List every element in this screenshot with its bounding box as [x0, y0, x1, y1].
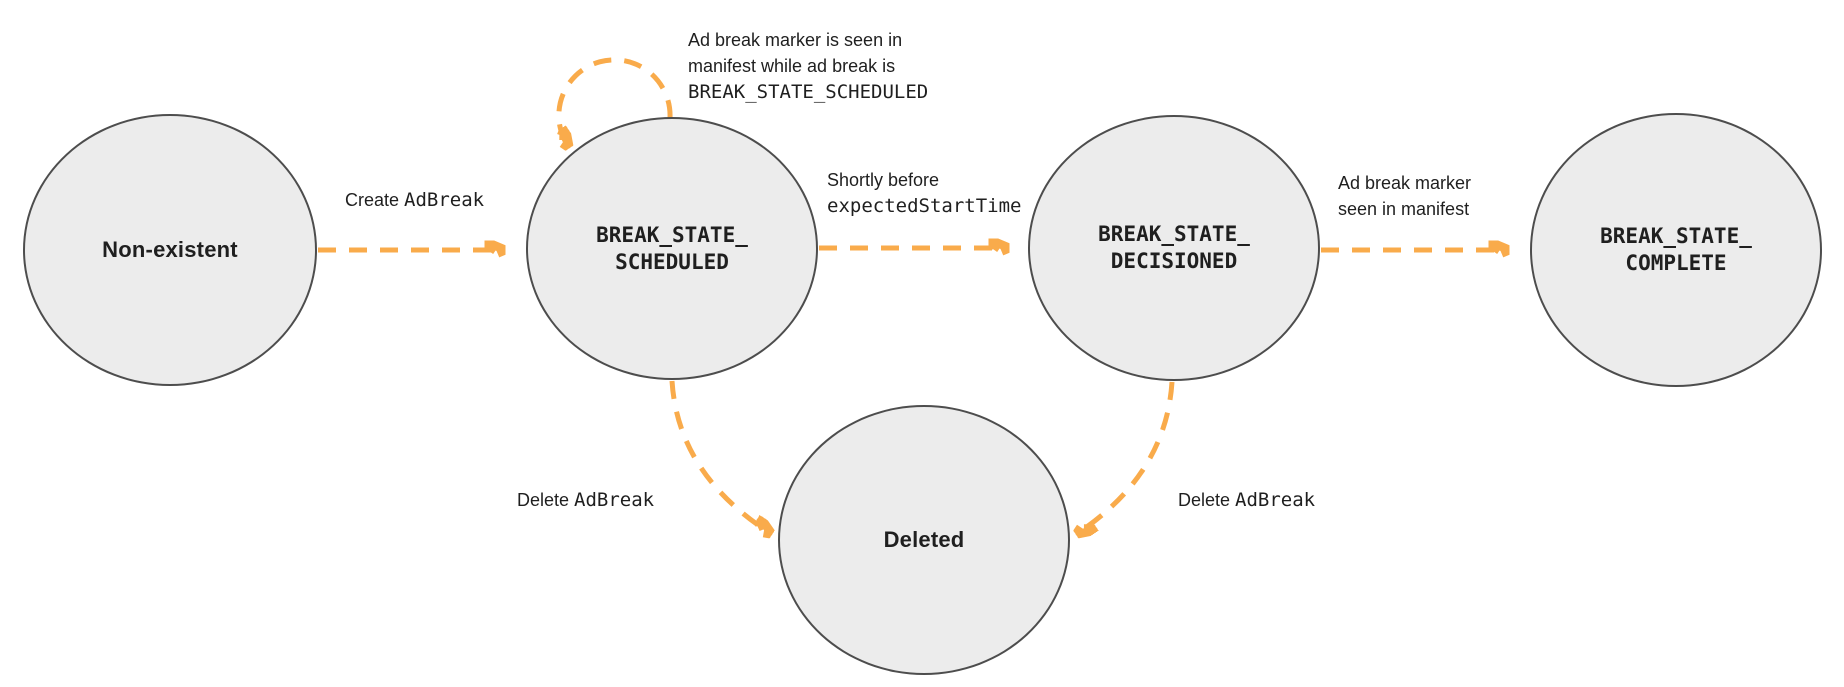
- state-label-decisioned-line2: DECISIONED: [1110, 249, 1238, 273]
- arrow-delete-from-scheduled: [669, 380, 770, 533]
- state-label-scheduled-line2: SCHEDULED: [615, 249, 729, 274]
- state-node-decisioned: BREAK_STATE_ DECISIONED: [1028, 115, 1320, 381]
- state-node-scheduled: BREAK_STATE_ SCHEDULED: [526, 117, 818, 380]
- label-delete-right-mono: AdBreak: [1235, 489, 1316, 511]
- label-shortly-before: Shortly before expectedStartTime: [827, 167, 1021, 219]
- state-node-deleted: Deleted: [778, 405, 1070, 675]
- label-marker-seen-line2: seen in manifest: [1338, 199, 1470, 219]
- label-delete-right-sans: Delete: [1178, 490, 1236, 510]
- label-marker-seen-line1: Ad break marker: [1338, 173, 1472, 193]
- label-self-loop: Ad break marker is seen in manifest whil…: [688, 27, 928, 105]
- label-self-loop-line1: Ad break marker is seen in: [688, 30, 903, 50]
- state-node-non-existent: Non-existent: [23, 114, 317, 386]
- state-label-decisioned-line1: BREAK_STATE_: [1098, 222, 1250, 246]
- state-label-deleted: Deleted: [883, 527, 965, 552]
- state-label-complete-line2: COMPLETE: [1625, 251, 1727, 275]
- label-create-adbreak: Create AdBreak: [345, 187, 484, 213]
- state-label-scheduled-line1: BREAK_STATE_: [596, 222, 748, 247]
- label-delete-left-mono: AdBreak: [574, 489, 655, 511]
- label-create-adbreak-mono: AdBreak: [404, 189, 485, 211]
- label-self-loop-line3: BREAK_STATE_SCHEDULED: [688, 81, 929, 103]
- label-delete-adbreak-left: Delete AdBreak: [517, 487, 654, 513]
- state-label-complete-line1: BREAK_STATE_: [1600, 224, 1752, 248]
- state-label-non-existent: Non-existent: [102, 237, 238, 262]
- label-self-loop-line2: manifest while ad break is: [688, 56, 896, 76]
- state-node-complete: BREAK_STATE_ COMPLETE: [1530, 113, 1822, 387]
- label-delete-left-sans: Delete: [517, 490, 575, 510]
- label-marker-seen: Ad break marker seen in manifest: [1338, 170, 1471, 222]
- label-shortly-before-line2: expectedStartTime: [827, 195, 1022, 217]
- label-shortly-before-line1: Shortly before: [827, 170, 940, 190]
- arrow-delete-from-decisioned: [1078, 381, 1175, 533]
- label-delete-adbreak-right: Delete AdBreak: [1178, 487, 1315, 513]
- label-create-adbreak-sans: Create: [345, 190, 405, 210]
